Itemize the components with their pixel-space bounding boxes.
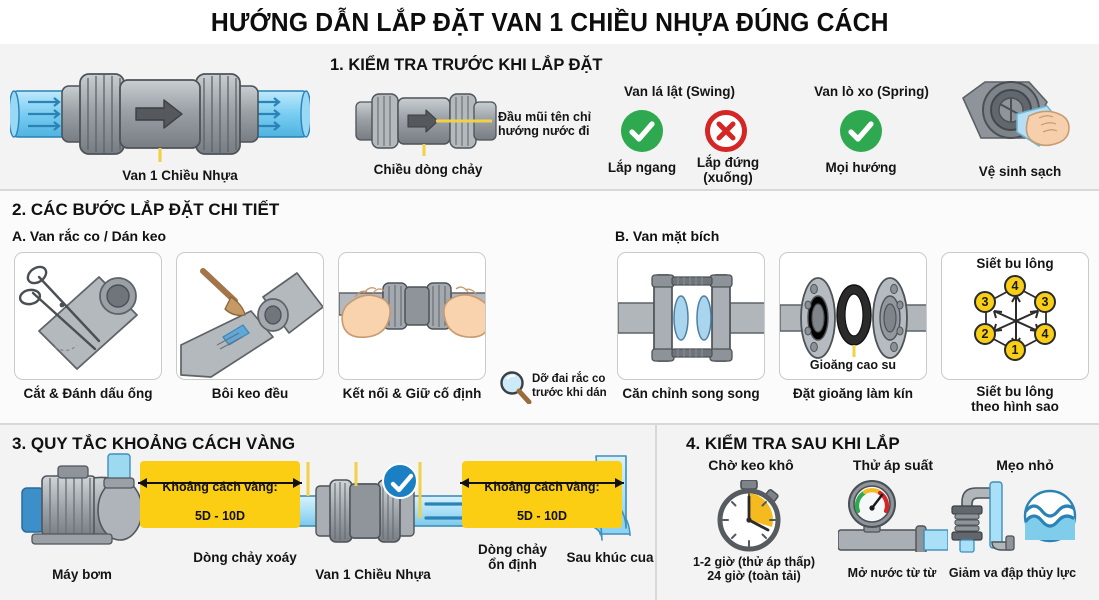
step-panel-join — [338, 252, 486, 380]
section2-groupA-title: A. Van rắc co / Dán keo — [12, 228, 167, 244]
valve-label-sec3: Van 1 Chiều Nhựa — [315, 567, 431, 582]
valve-type-spring-title: Van lò xo (Spring) — [814, 84, 929, 99]
step-caption-gasket: Đặt gioăng làm kín — [792, 386, 914, 401]
bolt-node-top: 4 — [1004, 275, 1026, 297]
distance-arrow-2 — [452, 476, 632, 490]
water-hammer-icon — [940, 478, 1080, 554]
step-caption-cut: Cắt & Đánh dấu ống — [23, 386, 153, 401]
hero-valve-illustration — [10, 58, 310, 168]
tip-title: Mẹo nhỏ — [996, 457, 1054, 473]
bolt-node-bottom: 1 — [1004, 339, 1026, 361]
magnifier-icon — [498, 370, 532, 404]
step-panel-cut — [14, 252, 162, 380]
step-panel-flange-align — [617, 252, 765, 380]
step-caption-bolt-star: Siết bu lông theo hình sao — [971, 384, 1059, 415]
hero-valve-caption: Van 1 Chiều Nhựa — [122, 168, 238, 183]
bolt-node-lower-left: 2 — [974, 323, 996, 345]
valve-spring-any-label: Mọi hướng — [825, 160, 897, 175]
page-title: HƯỚNG DẪN LẮP ĐẶT VAN 1 CHIỀU NHỰA ĐÚNG … — [210, 6, 889, 37]
valve-type-swing-title: Van lá lật (Swing) — [623, 84, 736, 99]
wait-glue-caption: 1-2 giờ (thử áp thấp) 24 giờ (toàn tải) — [692, 555, 816, 583]
pressure-test-title: Thử áp suất — [852, 457, 934, 473]
clean-valve-illustration — [955, 72, 1075, 160]
section3-heading: 3. QUY TẮC KHOẢNG CÁCH VÀNG — [12, 434, 296, 453]
section1-heading: 1. KIỂM TRA TRƯỚC KHI LẮP ĐẶT — [330, 56, 603, 74]
flow-direction-caption: Chiều dòng chảy — [373, 162, 483, 177]
step-panel-glue — [176, 252, 324, 380]
gasket-inner-label: Gioăng cao su — [809, 358, 897, 372]
clean-valve-caption: Vệ sinh sạch — [978, 164, 1062, 179]
bolt-node-lower-right: 4 — [1034, 323, 1056, 345]
section4-heading: 4. KIỂM TRA SAU KHI LẮP — [686, 434, 900, 453]
turbulent-flow-label: Dòng chảy xoáy — [193, 550, 297, 565]
steady-flow-label: Dòng chảy ổn định — [477, 542, 547, 573]
arrow-direction-note: Đầu mũi tên chỉ hướng nước đi — [498, 110, 592, 138]
badge-1-line2: 5D - 10D — [194, 509, 246, 524]
distance-arrow-1 — [130, 476, 310, 490]
divider-sec1-bottom — [0, 189, 1099, 191]
check-icon-swing-horizontal — [621, 110, 663, 152]
page-title-bar: HƯỚNG DẪN LẮP ĐẶT VAN 1 CHIỀU NHỰA ĐÚNG … — [0, 0, 1099, 44]
pressure-gauge-icon — [838, 480, 948, 552]
bolt-node-upper-left: 3 — [974, 291, 996, 313]
stopwatch-icon — [712, 480, 788, 552]
step-caption-join: Kết nối & Giữ cố định — [342, 386, 482, 401]
bolt-sequence-title: Siết bu lông — [976, 256, 1054, 271]
wait-glue-title: Chờ keo khô — [708, 457, 794, 473]
step-caption-flange-align: Căn chỉnh song song — [622, 386, 760, 401]
divider-sec2-bottom — [0, 423, 1099, 425]
step-caption-glue: Bôi keo đều — [211, 386, 289, 401]
step-panel-bolt-star — [941, 252, 1089, 380]
bolt-node-upper-right: 3 — [1034, 291, 1056, 313]
divider-sec3-sec4 — [655, 425, 657, 600]
step-panel-gasket — [779, 252, 927, 380]
badge-2-line2: 5D - 10D — [516, 509, 568, 524]
golden-distance-badge-1: Khoảng cách vàng: 5D - 10D — [140, 461, 300, 528]
valve-swing-vertical-label: Lắp đứng (xuống) — [696, 155, 760, 186]
section2-groupB-title: B. Van mặt bích — [615, 228, 720, 244]
pressure-test-caption: Mở nước từ từ — [847, 566, 937, 580]
golden-distance-badge-2: Khoảng cách vàng: 5D - 10D — [462, 461, 622, 528]
valve-swing-horizontal-label: Lắp ngang — [607, 160, 677, 175]
check-circle-icon-approved — [382, 463, 418, 499]
tip-caption: Giảm va đập thủy lực — [948, 566, 1077, 580]
after-elbow-label: Sau khúc cua — [566, 550, 654, 565]
glue-tip-text: Dỡ đai rắc co trước khi dán — [532, 373, 607, 399]
flow-direction-illustration — [352, 82, 502, 160]
check-icon-spring-any — [840, 110, 882, 152]
cross-icon-swing-vertical — [705, 110, 747, 152]
section2-heading: 2. CÁC BƯỚC LẮP ĐẶT CHI TIẾT — [12, 200, 280, 219]
pump-label: Máy bơm — [52, 567, 112, 582]
